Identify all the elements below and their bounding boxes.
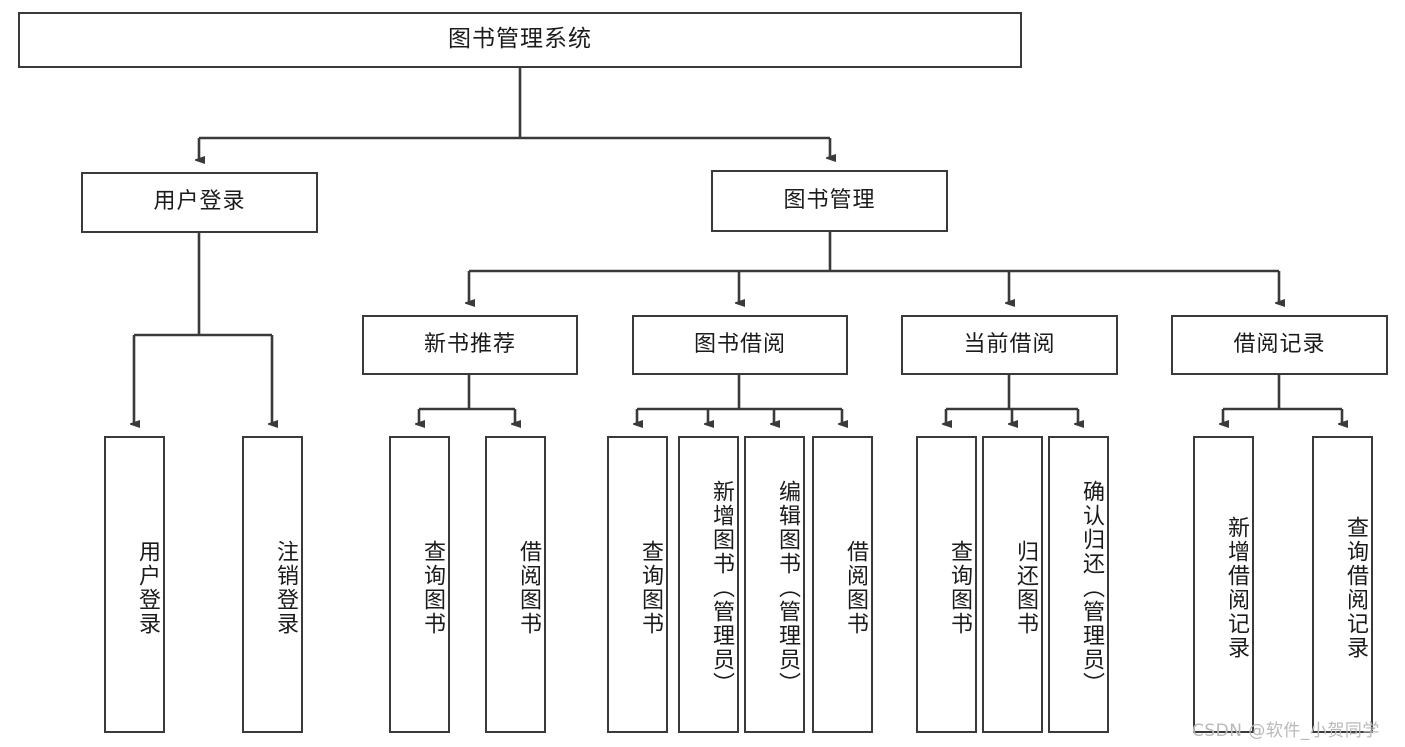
leaf-user-login[interactable]: 用户登录 [104, 436, 165, 733]
node-current-borrow-label: 当前借阅 [963, 331, 1056, 357]
leaf-confirm-return-label: 确认归还（管理员） [1079, 479, 1104, 696]
leaf-add-book-label: 新增图书（管理员） [709, 479, 734, 696]
leaf-confirm-return[interactable]: 确认归还（管理员） [1048, 436, 1109, 733]
node-book-borrow-label: 图书借阅 [693, 331, 786, 357]
node-book-management[interactable]: 图书管理 [711, 170, 948, 232]
leaf-borrow-book-1-label: 借阅图书 [516, 539, 541, 636]
node-new-book-recommend-label: 新书推荐 [423, 331, 516, 357]
node-root-system-label: 图书管理系统 [448, 26, 592, 53]
leaf-query-book-2[interactable]: 查询图书 [607, 436, 668, 733]
node-root-system[interactable]: 图书管理系统 [18, 12, 1022, 68]
leaf-borrow-book-2-label: 借阅图书 [843, 539, 868, 636]
leaf-query-book-1[interactable]: 查询图书 [389, 436, 450, 733]
leaf-logout-login-label: 注销登录 [273, 539, 298, 636]
leaf-query-book-3[interactable]: 查询图书 [916, 436, 977, 733]
leaf-edit-book-label: 编辑图书（管理员） [775, 479, 800, 696]
leaf-add-book[interactable]: 新增图书（管理员） [678, 436, 739, 733]
node-user-login-label: 用户登录 [153, 189, 246, 215]
leaf-return-book[interactable]: 归还图书 [982, 436, 1043, 733]
leaf-query-book-2-label: 查询图书 [638, 539, 663, 636]
leaf-return-book-label: 归还图书 [1013, 539, 1038, 636]
leaf-add-record-label: 新增借阅记录 [1224, 515, 1249, 660]
leaf-user-login-label: 用户登录 [135, 539, 160, 636]
leaf-query-book-1-label: 查询图书 [420, 539, 445, 636]
node-current-borrow[interactable]: 当前借阅 [901, 315, 1118, 375]
watermark: CSDN @软件_小贺同学 [1192, 721, 1380, 741]
leaf-query-record-label: 查询借阅记录 [1343, 515, 1368, 660]
node-book-borrow[interactable]: 图书借阅 [632, 315, 848, 375]
leaf-logout-login[interactable]: 注销登录 [242, 436, 303, 733]
node-borrow-record-label: 借阅记录 [1233, 331, 1326, 357]
leaf-edit-book[interactable]: 编辑图书（管理员） [744, 436, 805, 733]
leaf-borrow-book-2[interactable]: 借阅图书 [812, 436, 873, 733]
node-borrow-record[interactable]: 借阅记录 [1171, 315, 1388, 375]
node-user-login[interactable]: 用户登录 [81, 172, 318, 233]
node-new-book-recommend[interactable]: 新书推荐 [362, 315, 578, 375]
node-book-management-label: 图书管理 [783, 187, 876, 213]
leaf-query-book-3-label: 查询图书 [947, 539, 972, 636]
leaf-add-record[interactable]: 新增借阅记录 [1193, 436, 1254, 733]
leaf-borrow-book-1[interactable]: 借阅图书 [485, 436, 546, 733]
leaf-query-record[interactable]: 查询借阅记录 [1312, 436, 1373, 733]
